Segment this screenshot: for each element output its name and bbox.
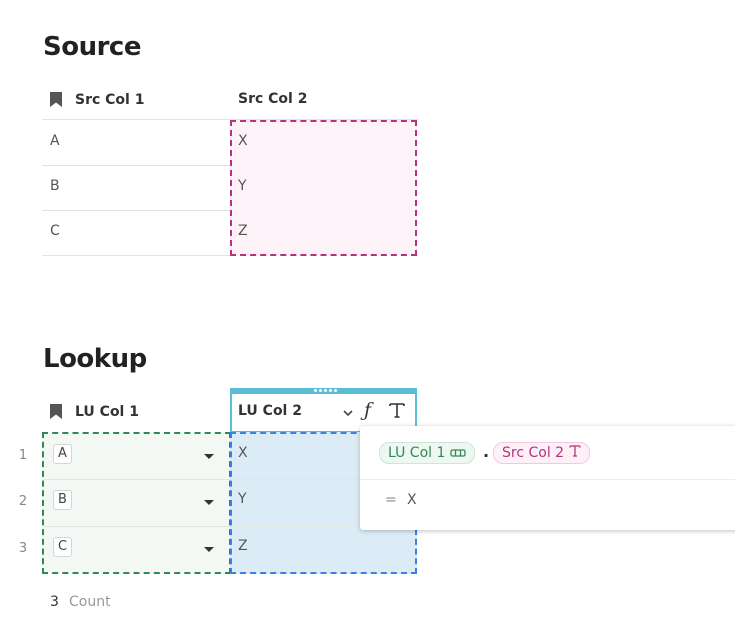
dropdown-caret-icon[interactable]: [204, 500, 214, 505]
dropdown-caret-icon[interactable]: [204, 454, 214, 459]
token-label: Src Col 2: [502, 445, 565, 461]
source-col2-label: Src Col 2: [238, 91, 308, 107]
reference-type-icon: [450, 443, 467, 463]
source-col1-label: Src Col 1: [75, 91, 145, 108]
source-col1-header[interactable]: Src Col 1: [49, 91, 144, 108]
source-cell[interactable]: X: [238, 133, 248, 149]
count-value: 3: [50, 594, 59, 610]
row-number: 1: [18, 448, 28, 463]
source-cell[interactable]: Z: [238, 223, 248, 239]
reference-chip[interactable]: B: [53, 490, 72, 510]
chevron-down-icon[interactable]: [342, 404, 354, 423]
row-divider: [44, 479, 415, 480]
src-col2-highlight: [230, 120, 417, 256]
popup-divider: [360, 479, 735, 480]
dropdown-caret-icon[interactable]: [204, 547, 214, 552]
drag-handle-icon[interactable]: [310, 388, 340, 392]
row-number: 3: [18, 541, 28, 556]
reference-chip[interactable]: C: [53, 537, 73, 557]
lookup-cell[interactable]: X: [238, 445, 248, 461]
formula-token-src-col2[interactable]: Src Col 2: [493, 442, 591, 464]
token-label: LU Col 1: [388, 445, 446, 461]
source-cell[interactable]: Y: [238, 178, 247, 194]
reference-chip[interactable]: A: [53, 444, 72, 464]
source-title: Source: [43, 32, 141, 62]
lookup-cell[interactable]: Z: [238, 538, 248, 554]
bookmark-icon: [49, 403, 63, 420]
row-divider: [44, 526, 415, 527]
text-type-icon: [569, 443, 581, 463]
formula-token-lu-col1[interactable]: LU Col 1: [379, 442, 476, 464]
count-label[interactable]: Count: [69, 594, 111, 610]
lookup-col1-label: LU Col 1: [75, 403, 139, 420]
lookup-cell[interactable]: Y: [238, 491, 247, 507]
formula-dot: .: [483, 442, 490, 461]
source-col2-header[interactable]: Src Col 2: [238, 91, 307, 107]
result-equals: =: [385, 492, 397, 508]
source-cell[interactable]: C: [50, 223, 60, 239]
source-cell[interactable]: B: [50, 178, 60, 194]
lookup-col1-header[interactable]: LU Col 1: [49, 403, 139, 420]
text-type-icon: [388, 401, 406, 423]
result-value: X: [407, 492, 417, 508]
bookmark-icon: [49, 91, 63, 108]
row-number: 2: [18, 494, 28, 509]
lookup-col2-label: LU Col 2: [238, 403, 302, 419]
row-divider: [42, 119, 418, 120]
formula-icon[interactable]: ƒ: [364, 399, 372, 421]
lookup-title: Lookup: [43, 344, 147, 374]
source-cell[interactable]: A: [50, 133, 60, 149]
lu-col1-highlight: [42, 432, 231, 574]
formula-editor-popup[interactable]: LU Col 1 . Src Col 2 = X: [360, 426, 735, 530]
